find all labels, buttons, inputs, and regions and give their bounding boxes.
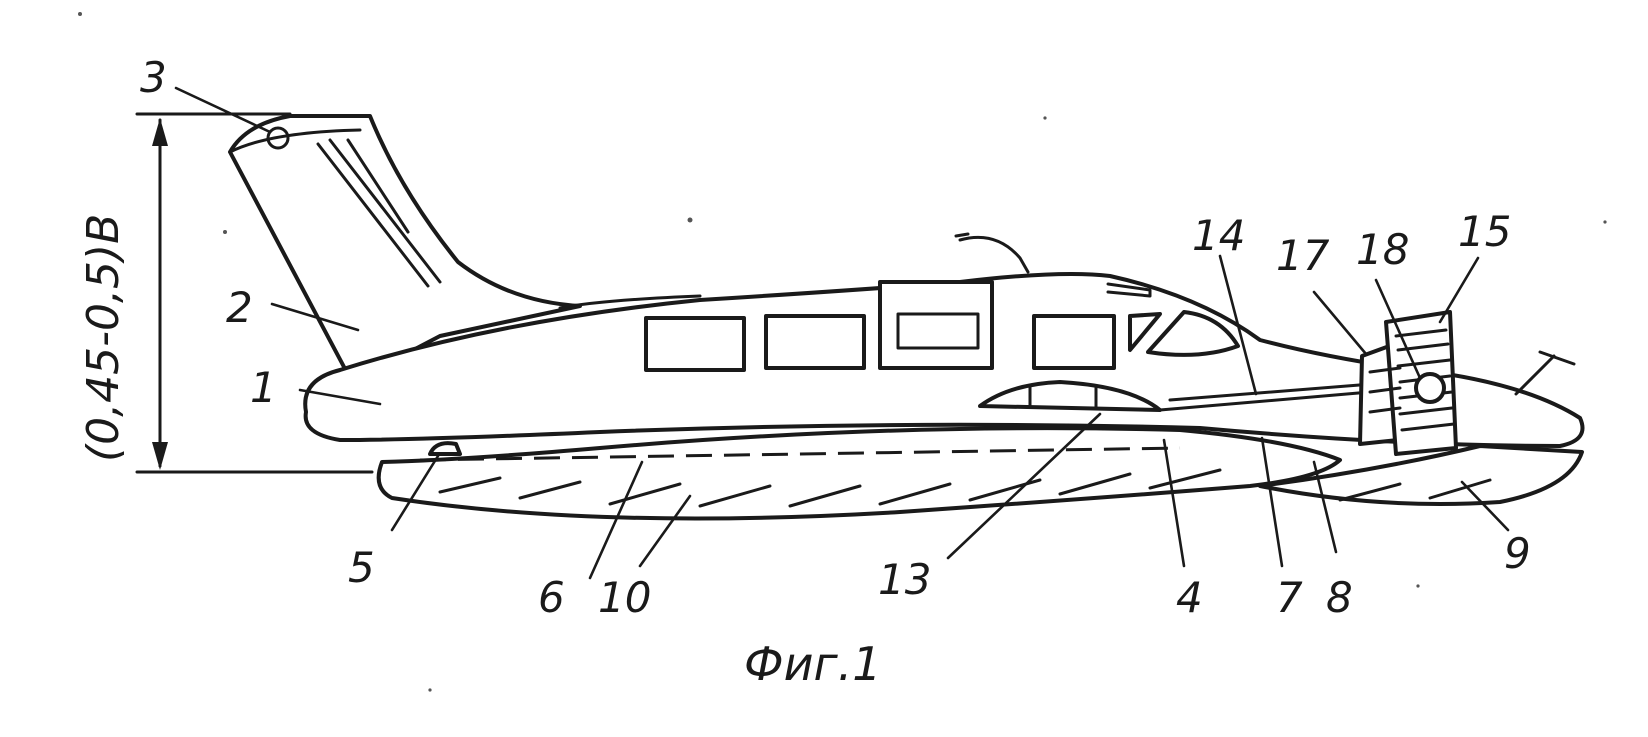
callout-7: 7 (1276, 573, 1303, 622)
callout-5: 5 (348, 543, 375, 592)
dimension-label: (0,45-0,5)B (78, 214, 129, 462)
callout-14: 14 (1192, 211, 1245, 260)
float-hull (376, 415, 1584, 521)
callout-18: 18 (1356, 225, 1409, 274)
callout-8: 8 (1326, 573, 1353, 622)
tail-fin (228, 114, 582, 384)
wing-root (978, 380, 1374, 412)
callout-2: 2 (226, 283, 253, 332)
callout-13: 13 (878, 555, 931, 604)
callout-labels: 3 2 1 5 6 10 13 4 7 8 9 14 17 18 15 (140, 53, 1531, 622)
scan-specks (78, 12, 1607, 692)
figure-caption: Фиг.1 (744, 637, 882, 691)
callout-17: 17 (1276, 231, 1330, 280)
callout-1: 1 (250, 363, 277, 412)
callout-10: 10 (598, 573, 651, 622)
leader-lines (174, 86, 1510, 580)
callout-3: 3 (140, 53, 167, 102)
callout-9: 9 (1504, 529, 1531, 578)
callout-6: 6 (538, 573, 565, 622)
callout-4: 4 (1176, 573, 1203, 622)
callout-15: 15 (1458, 207, 1511, 256)
height-dimension: (0,45-0,5)B (78, 112, 374, 474)
cabin-windows (644, 280, 1240, 372)
propeller-assembly (1358, 310, 1576, 456)
fin-tip-light (266, 126, 290, 150)
